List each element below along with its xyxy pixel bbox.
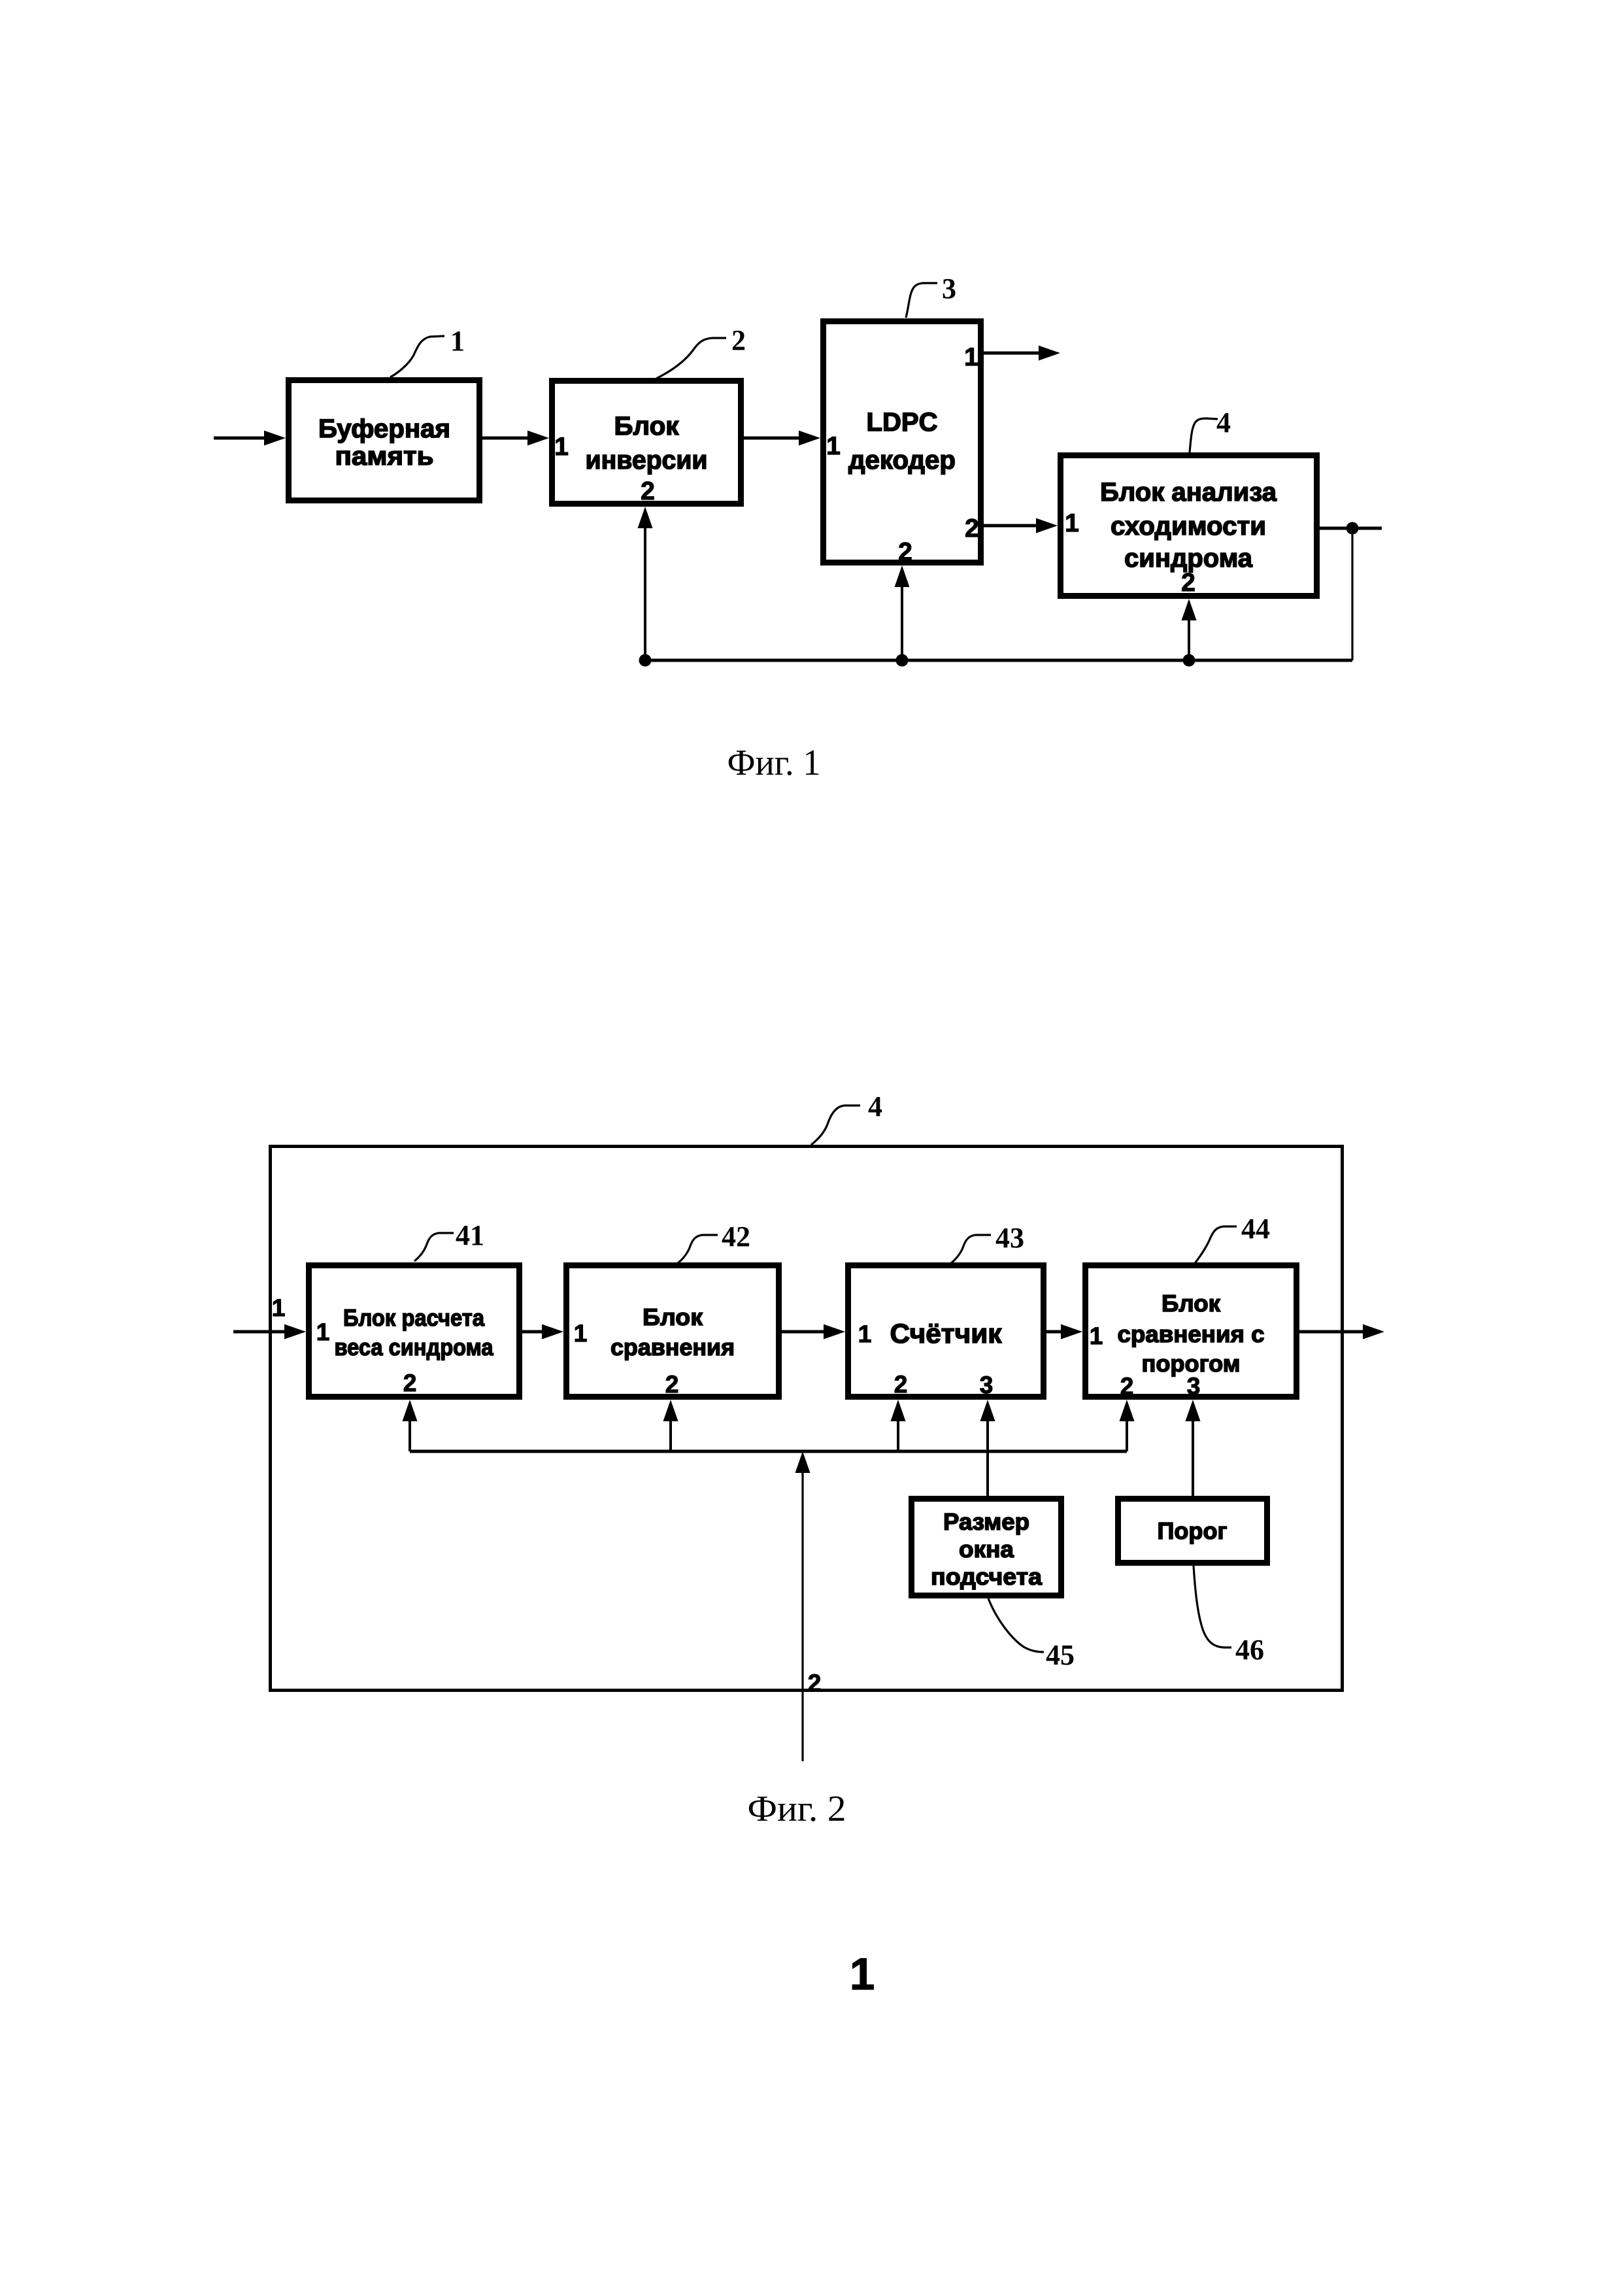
svg-text:порогом: порогом: [1142, 1350, 1241, 1377]
svg-text:45: 45: [1046, 1639, 1075, 1671]
svg-text:синдрома: синдрома: [1124, 544, 1253, 573]
svg-text:Фиг. 1: Фиг. 1: [727, 743, 821, 783]
svg-text:4: 4: [868, 1090, 882, 1123]
svg-text:2: 2: [1120, 1373, 1134, 1400]
svg-text:2: 2: [894, 1371, 908, 1398]
svg-text:Размер: Размер: [943, 1508, 1029, 1535]
svg-text:Фиг. 2: Фиг. 2: [748, 1789, 846, 1829]
svg-text:Блок: Блок: [643, 1304, 703, 1330]
svg-text:декодер: декодер: [848, 446, 956, 475]
svg-text:сходимости: сходимости: [1111, 512, 1266, 541]
svg-text:Буферная: Буферная: [318, 414, 450, 443]
svg-text:1: 1: [1065, 509, 1079, 537]
svg-text:2: 2: [1181, 569, 1195, 597]
svg-text:1: 1: [850, 1949, 875, 1999]
svg-text:3: 3: [942, 273, 956, 305]
svg-text:сравнения с: сравнения с: [1118, 1321, 1265, 1347]
svg-text:LDPC: LDPC: [867, 408, 938, 437]
svg-text:1: 1: [826, 432, 841, 460]
svg-text:2: 2: [808, 1670, 822, 1697]
svg-text:сравнения: сравнения: [610, 1334, 735, 1360]
svg-text:инверсии: инверсии: [586, 446, 708, 475]
svg-text:Порог: Порог: [1158, 1517, 1228, 1544]
svg-text:4: 4: [1216, 407, 1231, 439]
svg-text:Блок расчета: Блок расчета: [343, 1304, 485, 1331]
svg-text:1: 1: [272, 1294, 286, 1321]
svg-text:3: 3: [980, 1372, 994, 1398]
svg-text:2: 2: [731, 324, 746, 356]
svg-text:Блок: Блок: [1161, 1290, 1221, 1317]
svg-text:42: 42: [722, 1221, 750, 1253]
svg-text:2: 2: [403, 1370, 417, 1396]
svg-text:1: 1: [316, 1319, 330, 1345]
svg-text:1: 1: [554, 433, 569, 461]
svg-text:подсчета: подсчета: [931, 1563, 1043, 1590]
svg-text:1: 1: [964, 343, 978, 371]
svg-text:2: 2: [898, 538, 912, 566]
svg-text:окна: окна: [959, 1536, 1014, 1562]
svg-text:43: 43: [995, 1222, 1024, 1254]
svg-text:Блок: Блок: [614, 412, 680, 441]
svg-text:2: 2: [665, 1371, 679, 1398]
svg-text:веса синдрома: веса синдрома: [335, 1334, 494, 1360]
svg-text:1: 1: [1090, 1323, 1103, 1349]
svg-text:Блок анализа: Блок анализа: [1100, 478, 1277, 507]
svg-text:1: 1: [858, 1321, 872, 1347]
svg-text:Счётчик: Счётчик: [890, 1318, 1003, 1349]
svg-text:3: 3: [1187, 1373, 1201, 1400]
svg-text:44: 44: [1241, 1213, 1270, 1245]
svg-text:1: 1: [450, 325, 465, 357]
svg-text:2: 2: [965, 515, 979, 543]
svg-text:1: 1: [574, 1320, 588, 1347]
svg-text:память: память: [335, 442, 434, 471]
svg-text:41: 41: [456, 1219, 484, 1251]
svg-text:46: 46: [1235, 1634, 1264, 1666]
svg-text:2: 2: [641, 477, 655, 505]
